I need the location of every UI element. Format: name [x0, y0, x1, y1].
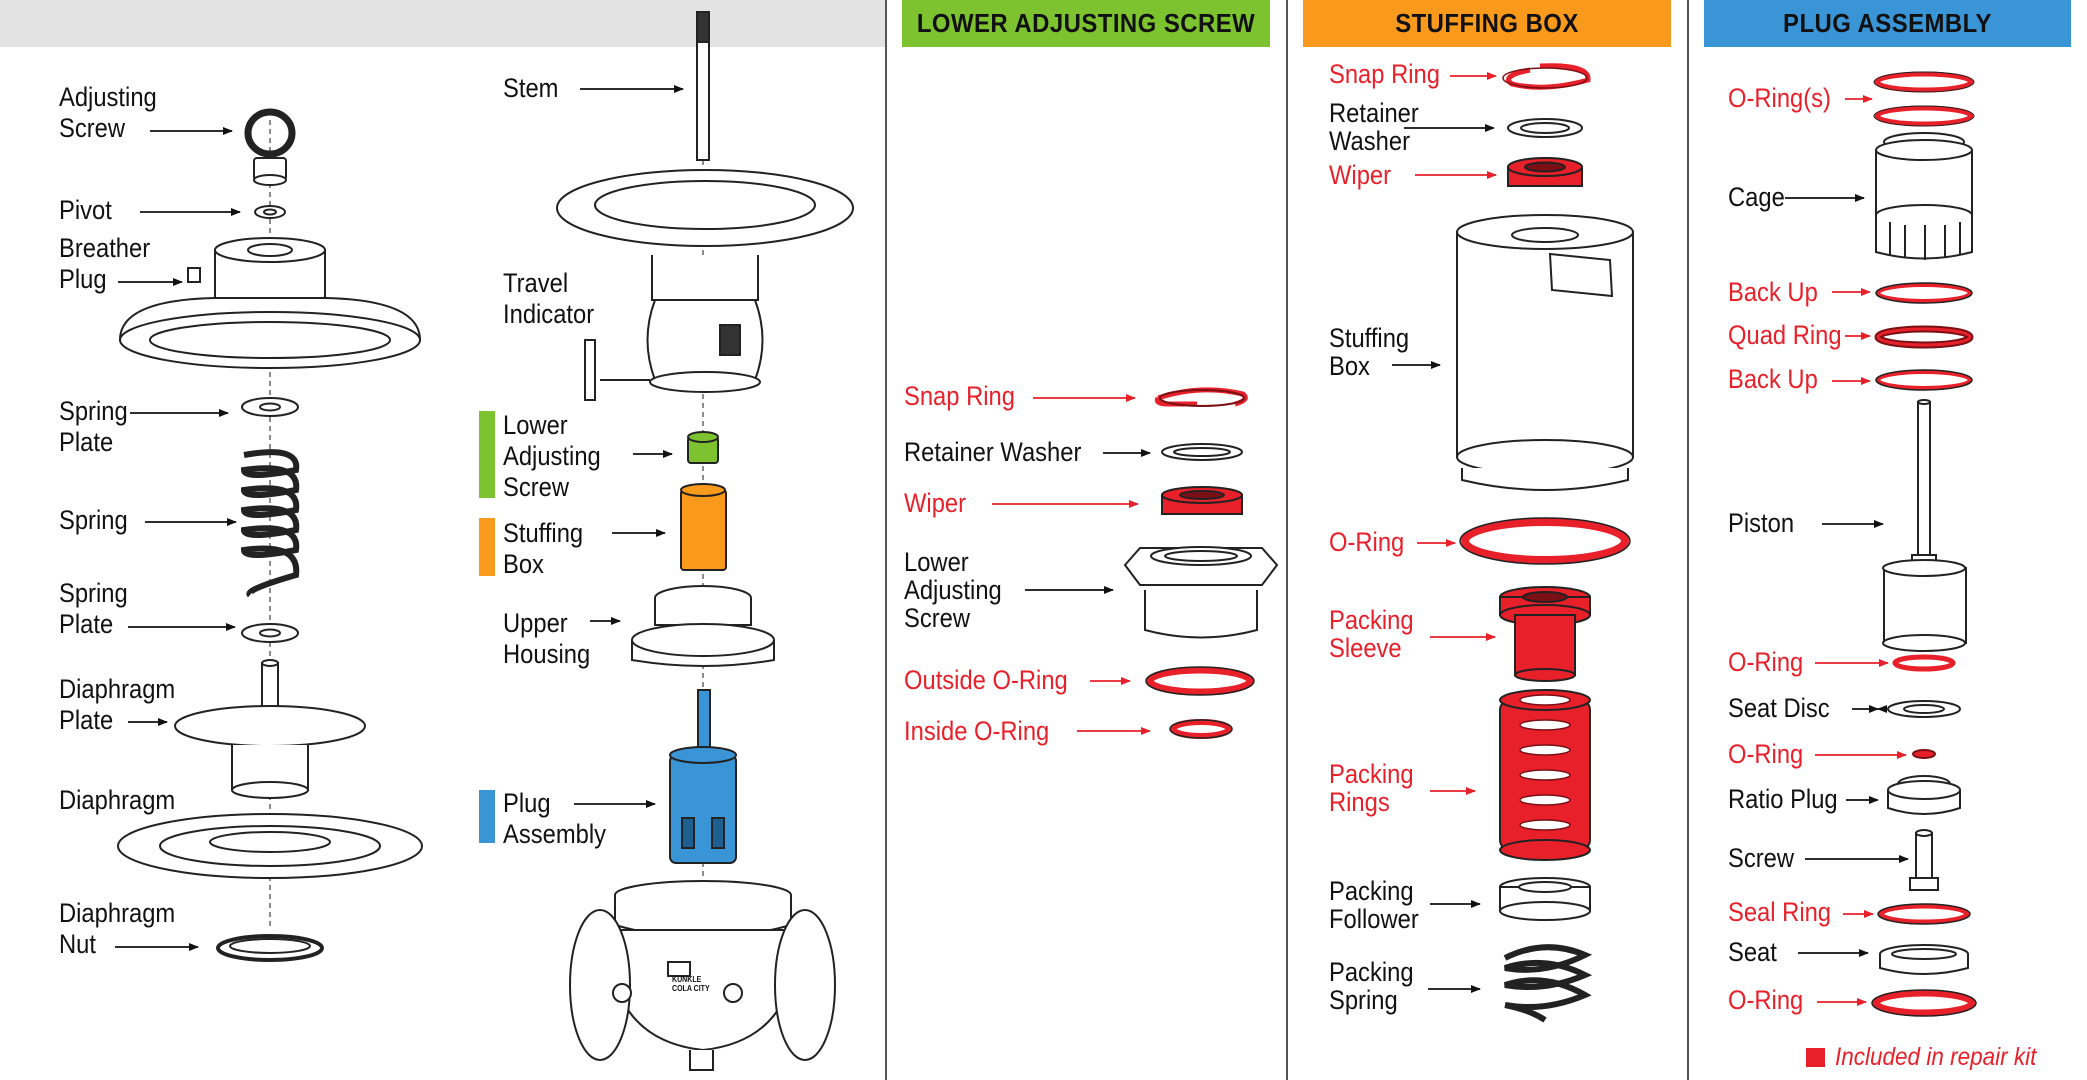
label-stem: Stem	[503, 73, 559, 103]
sb-label-packing-spring: Packing Spring	[1329, 957, 1414, 1015]
leader-arrows-red	[992, 72, 1907, 1006]
pa-seat	[1879, 944, 1969, 975]
pa-piston	[1882, 399, 1967, 652]
header-plug-assembly: PLUG ASSEMBLY	[1703, 0, 2072, 47]
las-wiper	[1161, 486, 1243, 515]
sb-body	[1456, 214, 1634, 491]
pa-label-o-ring-2: O-Ring	[1728, 739, 1804, 769]
lower-adjusting-screw-swatch	[479, 411, 495, 498]
pa-label-piston: Piston	[1728, 508, 1795, 538]
las-label-inside-o-ring: Inside O-Ring	[904, 716, 1050, 746]
label-diaphragm: Diaphragm	[59, 785, 176, 815]
label-lower-adjusting-screw: Lower Adjusting Screw	[503, 410, 601, 502]
leader-arrows	[115, 85, 1909, 993]
diaphragm-plate-part	[174, 659, 366, 799]
header-stuffing-box: STUFFING BOX	[1303, 0, 1671, 47]
diaphragm-nut-part	[216, 934, 324, 962]
pa-label-back-up-top: Back Up	[1728, 277, 1818, 307]
las-label-wiper: Wiper	[904, 488, 967, 518]
sb-packing-rings	[1499, 689, 1591, 861]
pa-label-cage: Cage	[1728, 182, 1785, 212]
plug-assembly-section	[1871, 71, 1977, 1017]
repair-kit-legend: Included in repair kit	[1806, 1043, 2059, 1072]
label-diaphragm-nut: Diaphragm Nut	[59, 898, 176, 959]
pa-label-ratio-plug: Ratio Plug	[1728, 784, 1838, 814]
pa-label-o-ring-1: O-Ring	[1728, 647, 1804, 677]
las-label-lower-adjusting-screw: Lower Adjusting Screw	[904, 547, 1002, 633]
sb-label-packing-follower: Packing Follower	[1329, 876, 1419, 934]
valve-body-part	[569, 880, 836, 1071]
label-adjusting-screw: Adjusting Screw	[59, 82, 157, 143]
pa-label-o-rings: O-Ring(s)	[1728, 83, 1831, 113]
spring-plate-top-part	[241, 397, 299, 417]
adjusting-screw-part	[244, 108, 296, 186]
pa-cage	[1875, 132, 1973, 260]
stuffing-box-mini	[680, 483, 727, 571]
stuffing-box-section	[1456, 63, 1634, 1023]
valve-column	[556, 11, 854, 1071]
pa-ratio-plug	[1887, 775, 1961, 815]
sb-packing-spring	[1503, 944, 1593, 1023]
spring-part	[240, 449, 300, 598]
divider-2	[1286, 0, 1288, 1080]
sb-label-retainer-washer: Retainer Washer	[1329, 98, 1419, 156]
label-pivot: Pivot	[59, 195, 112, 225]
top-bar	[0, 0, 885, 47]
actuator-column	[117, 108, 423, 962]
spring-plate-bottom-part	[241, 623, 299, 643]
divider-1	[885, 0, 887, 1080]
pa-screw	[1909, 829, 1939, 891]
sb-label-o-ring: O-Ring	[1329, 527, 1405, 557]
diaphragm-part	[117, 813, 423, 879]
pa-label-o-ring-3: O-Ring	[1728, 985, 1804, 1015]
sb-label-packing-sleeve: Packing Sleeve	[1329, 605, 1414, 663]
pa-label-back-up-bottom: Back Up	[1728, 364, 1818, 394]
divider-3	[1687, 0, 1689, 1080]
pa-label-quad-ring: Quad Ring	[1728, 320, 1842, 350]
pivot-part	[254, 205, 286, 219]
label-upper-housing: Upper Housing	[503, 608, 591, 669]
pa-label-seat: Seat	[1728, 937, 1777, 967]
legend-text: Included in repair kit	[1835, 1043, 2037, 1071]
stem-part	[696, 11, 710, 161]
label-travel-indicator: Travel Indicator	[503, 268, 595, 329]
valve-body-marking-text: KUNKLE COLA CITY	[672, 975, 710, 993]
sb-wiper	[1507, 157, 1583, 187]
pa-label-screw: Screw	[1728, 843, 1795, 873]
lower-adjusting-screw-mini	[687, 431, 719, 464]
plug-assembly-mini	[669, 689, 737, 864]
las-label-snap-ring: Snap Ring	[904, 381, 1015, 411]
label-plug-assembly: Plug Assembly	[503, 788, 606, 849]
plug-assembly-swatch	[479, 790, 495, 843]
sb-label-snap-ring: Snap Ring	[1329, 59, 1440, 89]
stuffing-box-swatch	[479, 518, 495, 576]
bonnet-part	[118, 237, 422, 369]
label-spring-plate-bottom: Spring Plate	[59, 578, 128, 639]
label-diaphragm-plate: Diaphragm Plate	[59, 674, 176, 735]
pa-label-seat-disc: Seat Disc	[1728, 693, 1830, 723]
sb-sleeve	[1499, 586, 1591, 682]
label-stuffing-box: Stuffing Box	[503, 518, 584, 579]
header-lower-adjusting-screw: LOWER ADJUSTING SCREW	[902, 0, 1270, 47]
label-spring: Spring	[59, 505, 128, 535]
las-screw	[1123, 546, 1279, 639]
legend-swatch	[1806, 1048, 1825, 1067]
sb-label-wiper: Wiper	[1329, 160, 1392, 190]
sb-follower	[1499, 877, 1591, 921]
label-spring-plate-top: Spring Plate	[59, 396, 128, 457]
label-breather-plug: Breather Plug	[59, 233, 151, 294]
las-label-outside-o-ring: Outside O-Ring	[904, 665, 1068, 695]
upper-housing-part	[631, 585, 775, 667]
sb-label-packing-rings: Packing Rings	[1329, 759, 1414, 817]
pa-label-seal-ring: Seal Ring	[1728, 897, 1832, 927]
las-label-retainer-washer: Retainer Washer	[904, 437, 1082, 467]
yoke-part	[556, 169, 854, 401]
sb-label-stuffing-box: Stuffing Box	[1329, 323, 1410, 381]
lower-adjusting-screw-section	[1123, 387, 1279, 739]
